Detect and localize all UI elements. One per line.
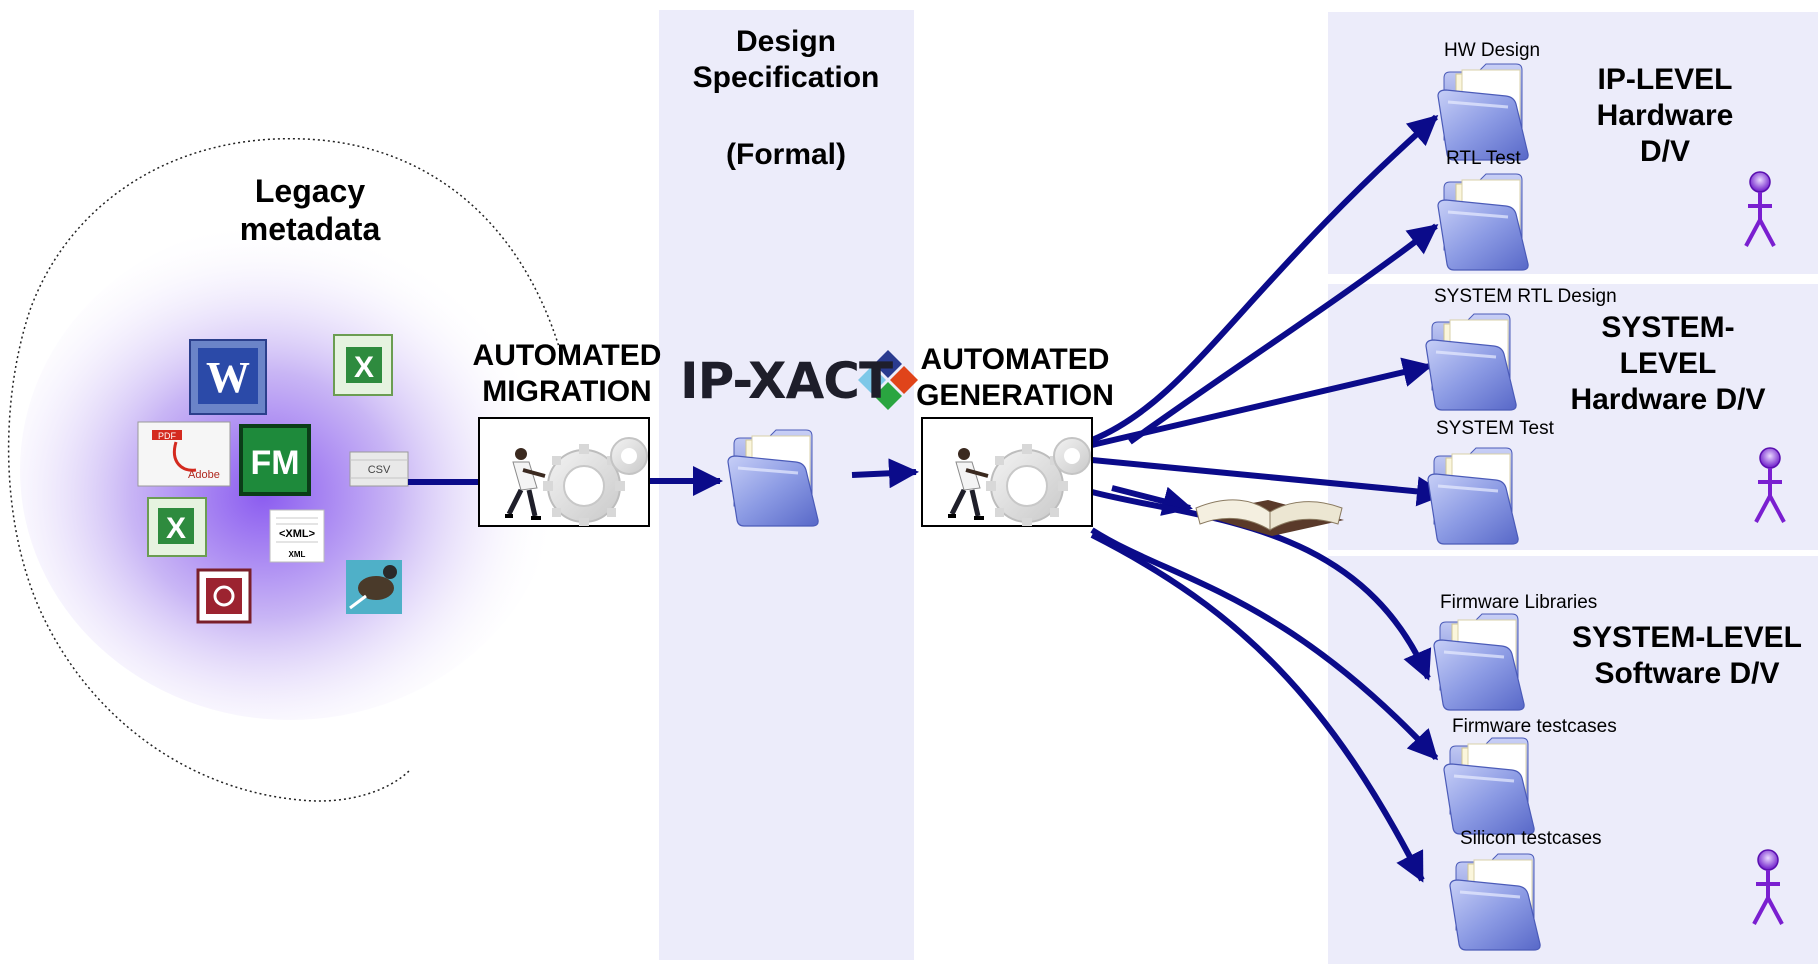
arrow-to-system-test (1091, 457, 1447, 507)
svg-text:X: X (166, 512, 186, 545)
silicon-testcases-folder-icon (1448, 852, 1542, 952)
fm-label: FM (250, 444, 299, 482)
arrow-to-system-rtl-design (1091, 357, 1433, 448)
system-sw-panel (1328, 556, 1818, 964)
hw-design-folder-icon (1436, 62, 1530, 162)
ip-xact-logo-mark (858, 350, 918, 410)
spec-title: Design Specification (692, 25, 880, 94)
xml-caption: XML (289, 550, 306, 559)
arrow-to-silicon-testcases (1090, 532, 1425, 883)
xml-icon: <XML> XML (269, 509, 325, 563)
bird-icon (346, 560, 402, 614)
flow-arrows (408, 114, 1447, 883)
svg-text:W: W (206, 353, 250, 402)
arrow-to-firmware-testcases (1090, 527, 1439, 761)
folder-label-firmware-libraries: Firmware Libraries (1440, 592, 1598, 613)
folder-label-system-rtl-design: SYSTEM RTL Design (1434, 286, 1617, 307)
arrow-to-book (1111, 485, 1193, 516)
xml-label: <XML> (279, 528, 315, 540)
csv-label: CSV (368, 464, 391, 476)
system-hw-title: SYSTEM- LEVEL Hardware D/V (1570, 311, 1766, 416)
arrow-to-hw-design (1090, 114, 1439, 443)
rtl-test-folder-icon (1436, 172, 1530, 272)
spec-to-generation-arrow (851, 458, 919, 489)
firmware-testcases-folder-icon (1442, 736, 1536, 836)
access-icon (196, 568, 252, 624)
arrow-to-firmware-libraries (1091, 489, 1432, 681)
excel-icon-2: X (147, 497, 207, 557)
folder-label-firmware-testcases: Firmware testcases (1452, 716, 1617, 737)
firmware-libraries-folder-icon (1432, 612, 1526, 712)
book-icon (1195, 499, 1344, 536)
excel-icon: X (333, 334, 393, 396)
spec-folder-icon (726, 428, 820, 528)
folder-label-silicon-testcases: Silicon testcases (1460, 828, 1602, 849)
migration-gearbox (479, 418, 649, 526)
ip-level-title: IP-LEVEL Hardware D/V (1596, 63, 1734, 168)
ip-xact-logo-text: IP-XACT (680, 352, 893, 410)
legacy-title: Legacy metadata (239, 173, 381, 247)
spec-subtitle: (Formal) (726, 138, 846, 171)
folder-label-hw-design: HW Design (1444, 40, 1541, 61)
system-rtl-design-folder-icon (1424, 312, 1518, 412)
adobe-label: Adobe (188, 469, 220, 481)
pdf-icon: PDF Adobe (137, 421, 231, 487)
system-hw-panel (1328, 284, 1818, 550)
framemaker-icon: FM (239, 424, 311, 496)
svg-text:X: X (354, 351, 374, 384)
generation-label: AUTOMATED GENERATION (916, 343, 1114, 412)
system-sw-title: SYSTEM-LEVEL Software D/V (1571, 621, 1803, 690)
generation-gearbox (922, 418, 1092, 526)
csv-icon: CSV (349, 451, 409, 487)
folder-label-system-test: SYSTEM Test (1436, 418, 1554, 439)
arrow-to-rtl-test (1128, 223, 1439, 445)
pdf-label: PDF (158, 431, 177, 441)
folder-label-rtl-test: RTL Test (1446, 148, 1521, 169)
word-icon: W (189, 339, 267, 415)
migration-label: AUTOMATED MIGRATION (472, 339, 662, 408)
system-test-folder-icon (1426, 446, 1520, 546)
